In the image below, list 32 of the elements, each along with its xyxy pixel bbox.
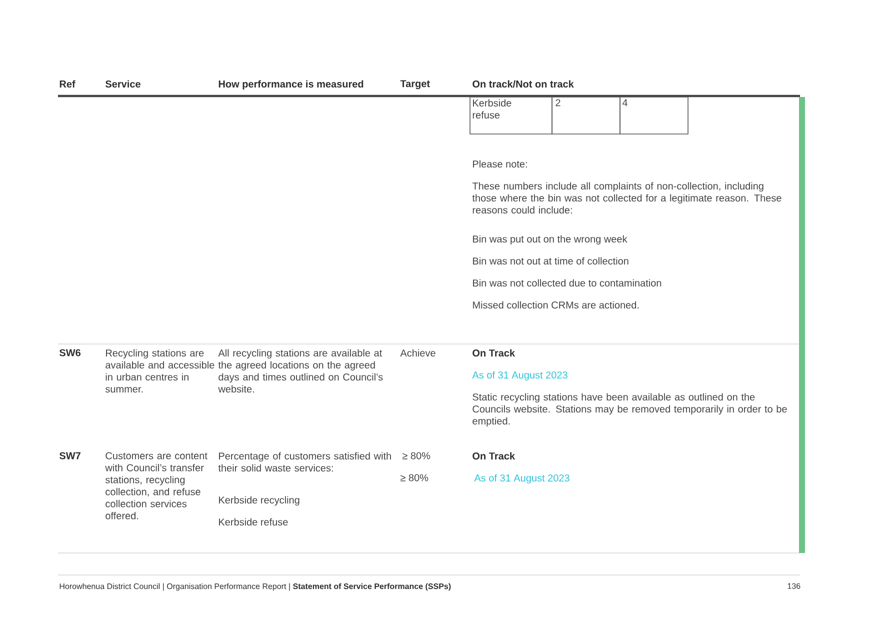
service-text: Customers are content with Council’s transfer stations, recycling collection, and refuse collection services offered. [105, 452, 208, 520]
note-text: These numbers include all complaints of non-collection, including those where the bin was not collected for a legitimate reason. These reasons could include: [472, 182, 782, 214]
note-text: Missed collection CRMs are actioned. [473, 301, 639, 309]
status-text: On Track [472, 452, 516, 460]
measure-text: All recycling stations are available at the agreed locations on the agreed days and times outlined on Council’s website. [218, 349, 383, 393]
row-ref: SW7 [59, 452, 80, 460]
date-text: As of 31 August 2023 [474, 474, 570, 484]
row-ref: SW6 [59, 349, 81, 356]
footer-text: Horowhenua District Council | Organisation Performance Report | Statement of Service Performance (SSPs) [60, 583, 451, 591]
page-number: 136 [788, 583, 800, 589]
note-text: Bin was put out on the wrong week [473, 235, 628, 245]
column-header: On track/Not on track [472, 80, 574, 88]
measure-text: Kerbside refuse [219, 518, 288, 526]
table-cell: Kerbside refuse [470, 96, 552, 134]
note-text: Bin was not out at time of collection [473, 257, 628, 265]
target-value: ≥ 80% [402, 452, 430, 460]
comment-text: Static recycling stations have been available as outlined on the Councils website. Stations may be removed temporarily in order to be emptied. [472, 393, 787, 427]
column-header: Ref [60, 80, 76, 88]
table-cell: 4 [620, 96, 688, 134]
column-header: How performance is measured [218, 80, 364, 90]
note-text: Bin was not collected due to contamination [473, 279, 662, 287]
table-cell: 2 [552, 96, 620, 134]
column-header: Service [105, 80, 140, 88]
date-text: As of 31 August 2023 [472, 371, 568, 380]
target-value: Achieve [400, 349, 436, 357]
service-text: Recycling stations are available and accessible in urban centres in summer. [105, 349, 214, 393]
measure-text: Percentage of customers satisfied with their solid waste services: [218, 452, 391, 472]
status-text: On Track [472, 349, 516, 357]
target-value: ≥ 80% [400, 474, 428, 482]
note-text: Please note: [473, 160, 527, 168]
measure-text: Kerbside recycling [219, 496, 300, 506]
column-header: Target [400, 80, 430, 90]
